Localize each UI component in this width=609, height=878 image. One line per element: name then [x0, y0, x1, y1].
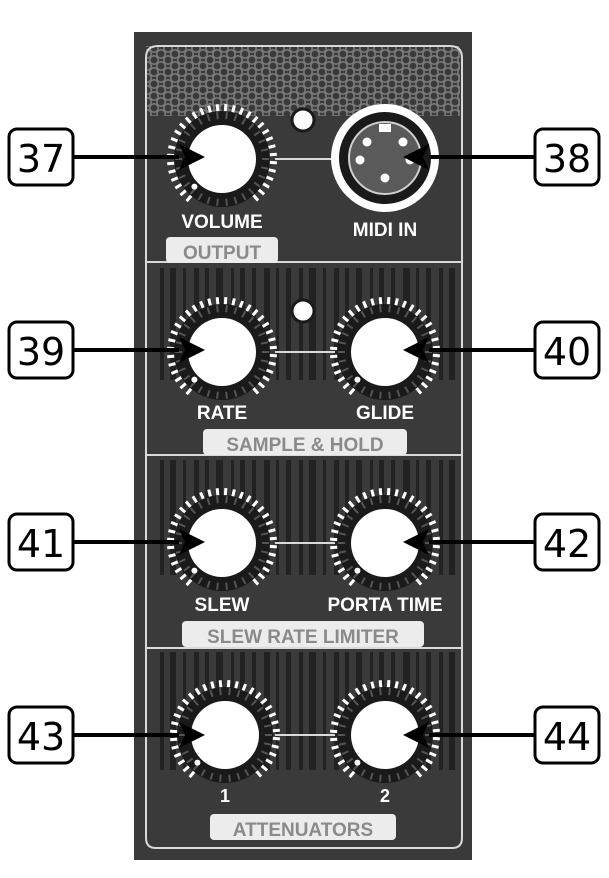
callout-41: 41: [17, 522, 65, 566]
arrow-41: [73, 529, 205, 555]
volume-knob-label: VOLUME: [181, 212, 262, 233]
slew-section-frame: [145, 455, 463, 649]
slew-knob[interactable]: [167, 488, 277, 591]
output-section-title: OUTPUT: [183, 243, 262, 264]
slew-knob-label: SLEW: [195, 595, 250, 616]
attenuator-2-label: 2: [380, 786, 390, 806]
callout-box-40: [533, 320, 601, 380]
sample-hold-section-title: SAMPLE & HOLD: [226, 435, 383, 456]
glide-knob[interactable]: [330, 297, 440, 400]
callout-44: 44: [543, 715, 591, 759]
midi-in-jack[interactable]: [331, 104, 439, 212]
callout-38: 38: [543, 137, 591, 181]
callout-box-41: [7, 512, 75, 572]
volume-knob[interactable]: [167, 104, 277, 207]
arrow-40: [403, 337, 535, 363]
callout-37: 37: [17, 137, 65, 181]
porta-time-knob-label: PORTA TIME: [327, 595, 442, 616]
glide-knob-label: GLIDE: [356, 403, 414, 424]
arrow-42: [403, 529, 535, 555]
output-section-frame: [145, 45, 463, 263]
rate-knob[interactable]: [167, 297, 277, 400]
slew-tag-bg: [182, 621, 424, 647]
callout-40: 40: [543, 330, 591, 374]
callout-box-43: [7, 705, 75, 765]
attenuator-section-frame: [145, 648, 463, 849]
hex-texture: [146, 46, 460, 116]
callout-box-44: [533, 705, 601, 765]
attenuator-tag-bg: [210, 814, 396, 840]
slew-section-title: SLEW RATE LIMITER: [207, 627, 399, 648]
attenuator-1-label: 1: [220, 786, 230, 806]
midi-in-label: MIDI IN: [353, 220, 417, 241]
callout-box-38: [533, 127, 601, 187]
output-tag-bg: [166, 237, 278, 263]
callout-42: 42: [543, 522, 591, 566]
led-output: [290, 107, 316, 133]
callout-box-37: [7, 127, 75, 187]
arrow-38: [403, 144, 535, 170]
attenuator-2-knob[interactable]: [330, 680, 440, 783]
arrow-43: [73, 722, 205, 748]
porta-time-knob[interactable]: [330, 488, 440, 591]
arrow-39: [73, 337, 205, 363]
led-sample-hold: [290, 298, 316, 324]
arrow-37: [73, 144, 205, 170]
attenuator-1-knob[interactable]: [170, 680, 280, 783]
callout-39: 39: [17, 330, 65, 374]
callout-43: 43: [17, 715, 65, 759]
arrow-44: [403, 722, 535, 748]
callout-box-39: [7, 320, 75, 380]
attenuator-section-title: ATTENUATORS: [233, 820, 373, 841]
callout-box-42: [533, 512, 601, 572]
sample-hold-tag-bg: [203, 429, 407, 455]
rate-knob-label: RATE: [197, 403, 247, 424]
